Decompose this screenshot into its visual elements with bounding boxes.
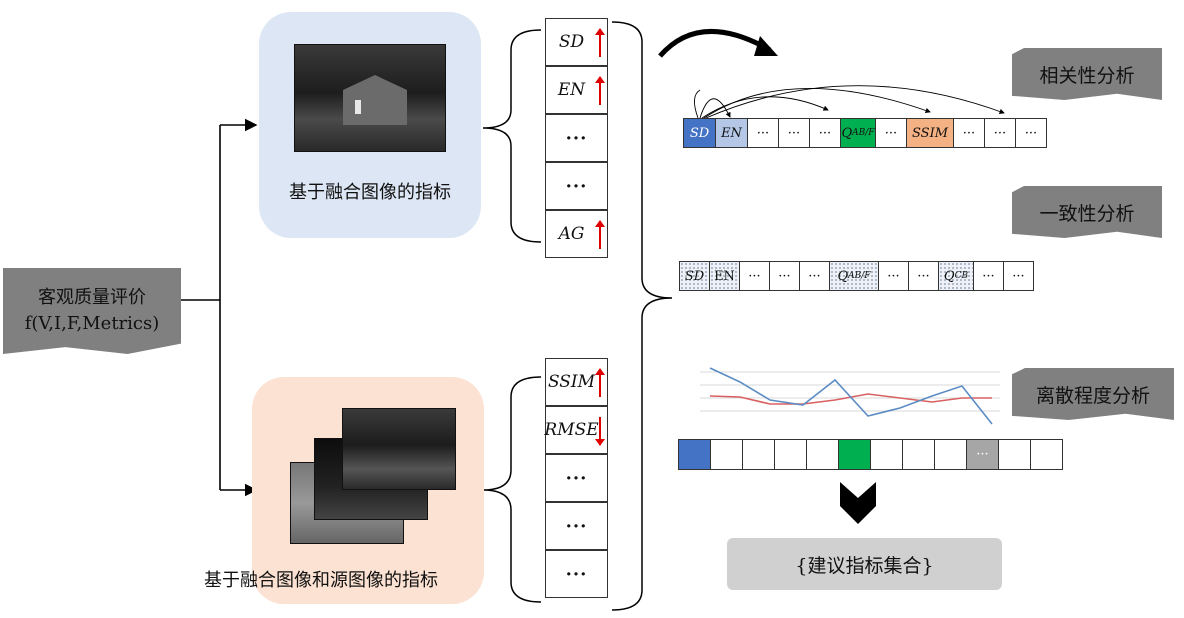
recommended-metric-set: {建议指标集合} — [727, 538, 1002, 590]
fused-metric-label: SD — [558, 32, 585, 52]
source-metric-1: RMSE — [544, 406, 608, 454]
dispersion-cell-5 — [838, 439, 871, 470]
correlation-flag: 相关性分析 — [1012, 48, 1162, 100]
correlation-cell-2: ··· — [747, 118, 779, 148]
dispersion-cell-10 — [998, 439, 1031, 470]
fused-metric-2: ··· — [545, 114, 608, 162]
correlation-cell-7: SSIM — [906, 118, 954, 148]
arrow-up-icon — [595, 220, 605, 249]
dispersion-cell-9: ··· — [966, 439, 999, 470]
source-metric-label: RMSE — [544, 420, 599, 440]
source-metric-label: ··· — [565, 515, 588, 537]
arrow-up-icon — [595, 76, 605, 105]
consistency-cell-6: ··· — [878, 261, 909, 291]
correlation-arcs — [694, 85, 1005, 119]
source-image-fused — [342, 408, 456, 490]
dispersion-cell-4 — [806, 439, 839, 470]
fused-panel-label: 基于融合图像的指标 — [289, 182, 451, 203]
fused-image-building — [343, 75, 407, 125]
correlation-cell-9: ··· — [984, 118, 1016, 148]
consistency-cell-9: ··· — [973, 261, 1004, 291]
correlation-cell-1: EN — [715, 118, 748, 148]
dispersion-cell-2 — [742, 439, 775, 470]
source-metric-2: ··· — [545, 454, 608, 502]
arrow-up-icon — [595, 368, 605, 397]
consistency-cell-3: ··· — [769, 261, 800, 291]
correlation-cell-10: ··· — [1015, 118, 1047, 148]
dispersion-line-red — [709, 393, 992, 405]
fused-metric-4: AG — [545, 210, 608, 258]
consistency-cell-0: SD — [679, 261, 710, 291]
dispersion-cell-3 — [774, 439, 807, 470]
dispersion-cell-7 — [902, 439, 935, 470]
fused-metric-label: ··· — [565, 175, 588, 197]
dispersion-flag: 离散程度分析 — [1012, 368, 1174, 420]
dispersion-cell-11 — [1030, 439, 1063, 470]
curved-arrow — [658, 29, 772, 58]
source-panel-label: 基于融合图像和源图像的指标 — [204, 570, 438, 591]
source-metric-3: ··· — [545, 502, 608, 550]
fused-metric-3: ··· — [545, 162, 608, 210]
fused-metric-label: ··· — [565, 127, 588, 149]
correlation-cell-6: ··· — [875, 118, 907, 148]
dispersion-title: 离散程度分析 — [1035, 384, 1150, 407]
arrow-up-icon — [595, 28, 605, 57]
down-chevron-icon — [840, 482, 876, 524]
consistency-title: 一致性分析 — [1039, 202, 1135, 225]
consistency-flag: 一致性分析 — [1012, 186, 1162, 238]
dispersion-cell-8 — [934, 439, 967, 470]
consistency-cell-2: ··· — [739, 261, 770, 291]
result-label: {建议指标集合} — [795, 554, 934, 577]
consistency-cell-10: ··· — [1003, 261, 1034, 291]
brace-top-left — [482, 29, 542, 243]
dispersion-strip: ··· — [678, 439, 1063, 470]
source-metric-4: ··· — [545, 550, 608, 598]
fused-metric-1: EN — [545, 66, 608, 114]
input-flag: 客观质量评价 f(V,I,F,Metrics) — [3, 268, 181, 354]
fused-image-figure — [355, 100, 361, 114]
fused-metric-0: SD — [545, 18, 608, 66]
arrow-down-icon — [595, 417, 605, 446]
input-flag-title: 客观质量评价 — [38, 287, 146, 308]
dispersion-cell-0 — [678, 439, 711, 470]
source-metric-label: SSIM — [547, 372, 596, 392]
dispersion-chart — [700, 367, 1000, 425]
correlation-cell-8: ··· — [953, 118, 985, 148]
fused-metrics-panel: 基于融合图像的指标 — [259, 12, 481, 238]
consistency-cell-7: ··· — [908, 261, 939, 291]
flow-arrows — [181, 118, 258, 497]
source-metric-label: ··· — [565, 563, 588, 585]
fused-metric-label: AG — [558, 224, 585, 244]
correlation-title: 相关性分析 — [1039, 64, 1135, 87]
dispersion-cell-1 — [710, 439, 743, 470]
curved-arrow-head — [754, 36, 778, 56]
dispersion-cell-6 — [870, 439, 903, 470]
input-flag-formula: f(V,I,F,Metrics) — [24, 313, 160, 334]
fused-image — [294, 44, 446, 152]
correlation-cell-3: ··· — [778, 118, 810, 148]
fused-metric-label: EN — [557, 80, 586, 100]
source-metric-0: SSIM — [545, 358, 608, 406]
source-metric-label: ··· — [565, 467, 588, 489]
correlation-cell-0: SD — [683, 118, 716, 148]
dispersion-line-blue — [709, 367, 993, 425]
brace-bottom-left — [482, 376, 542, 603]
brace-right — [611, 21, 673, 611]
consistency-cell-4: ··· — [799, 261, 830, 291]
correlation-cell-4: ··· — [809, 118, 841, 148]
consistency-cell-1: EN — [709, 261, 740, 291]
